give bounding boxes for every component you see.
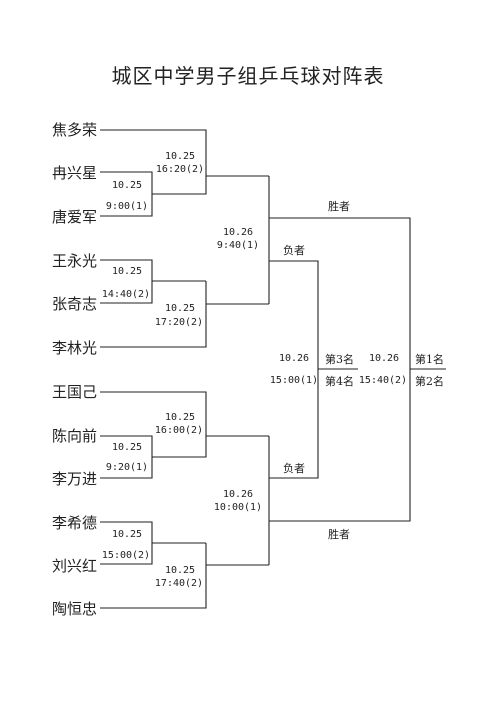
match-date: 10.25 — [164, 565, 196, 576]
match-time: 15:00(2) — [101, 550, 151, 561]
player-name: 王国己 — [52, 383, 98, 401]
first-place-label: 第1名 — [415, 353, 444, 366]
fourth-place-label: 第4名 — [325, 375, 354, 388]
match-date: 10.25 — [164, 151, 196, 162]
match-time: 17:20(2) — [154, 317, 204, 328]
match-time: 15:40(2) — [358, 375, 408, 386]
match-date: 10.26 — [222, 227, 254, 238]
third-place-label: 第3名 — [325, 353, 354, 366]
match-time: 9:40(1) — [216, 240, 260, 251]
match-time: 15:00(1) — [269, 375, 319, 386]
match-time: 10:00(1) — [213, 502, 263, 513]
match-date: 10.25 — [111, 442, 143, 453]
match-time: 17:40(2) — [154, 578, 204, 589]
player-name: 陶恒忠 — [52, 600, 98, 618]
player-name: 李万进 — [52, 470, 98, 488]
player-name: 唐爱军 — [52, 208, 98, 226]
match-date: 10.25 — [111, 266, 143, 277]
match-time: 14:40(2) — [101, 289, 151, 300]
match-time: 9:20(1) — [105, 462, 149, 473]
match-date: 10.25 — [111, 180, 143, 191]
match-time: 16:00(2) — [154, 425, 204, 436]
page-title: 城区中学男子组乒乓球对阵表 — [111, 64, 385, 88]
player-name: 冉兴星 — [52, 164, 98, 182]
match-date: 10.26 — [278, 353, 310, 364]
match-time: 9:00(1) — [105, 201, 149, 212]
player-name: 李林光 — [52, 339, 98, 357]
match-date: 10.26 — [222, 489, 254, 500]
winner-label: 胜者 — [328, 528, 350, 541]
match-date: 10.26 — [368, 353, 400, 364]
loser-label: 负者 — [283, 244, 305, 257]
second-place-label: 第2名 — [415, 375, 444, 388]
match-date: 10.25 — [164, 412, 196, 423]
player-name: 焦多荣 — [52, 121, 98, 139]
player-name: 陈向前 — [52, 427, 98, 445]
player-name: 李希德 — [52, 514, 98, 532]
match-time: 16:20(2) — [155, 164, 205, 175]
match-date: 10.25 — [164, 303, 196, 314]
player-name: 王永光 — [52, 252, 98, 270]
winner-label: 胜者 — [328, 200, 350, 213]
match-date: 10.25 — [111, 529, 143, 540]
player-name: 张奇志 — [52, 295, 98, 313]
player-name: 刘兴红 — [52, 557, 98, 575]
loser-label: 负者 — [283, 462, 305, 475]
